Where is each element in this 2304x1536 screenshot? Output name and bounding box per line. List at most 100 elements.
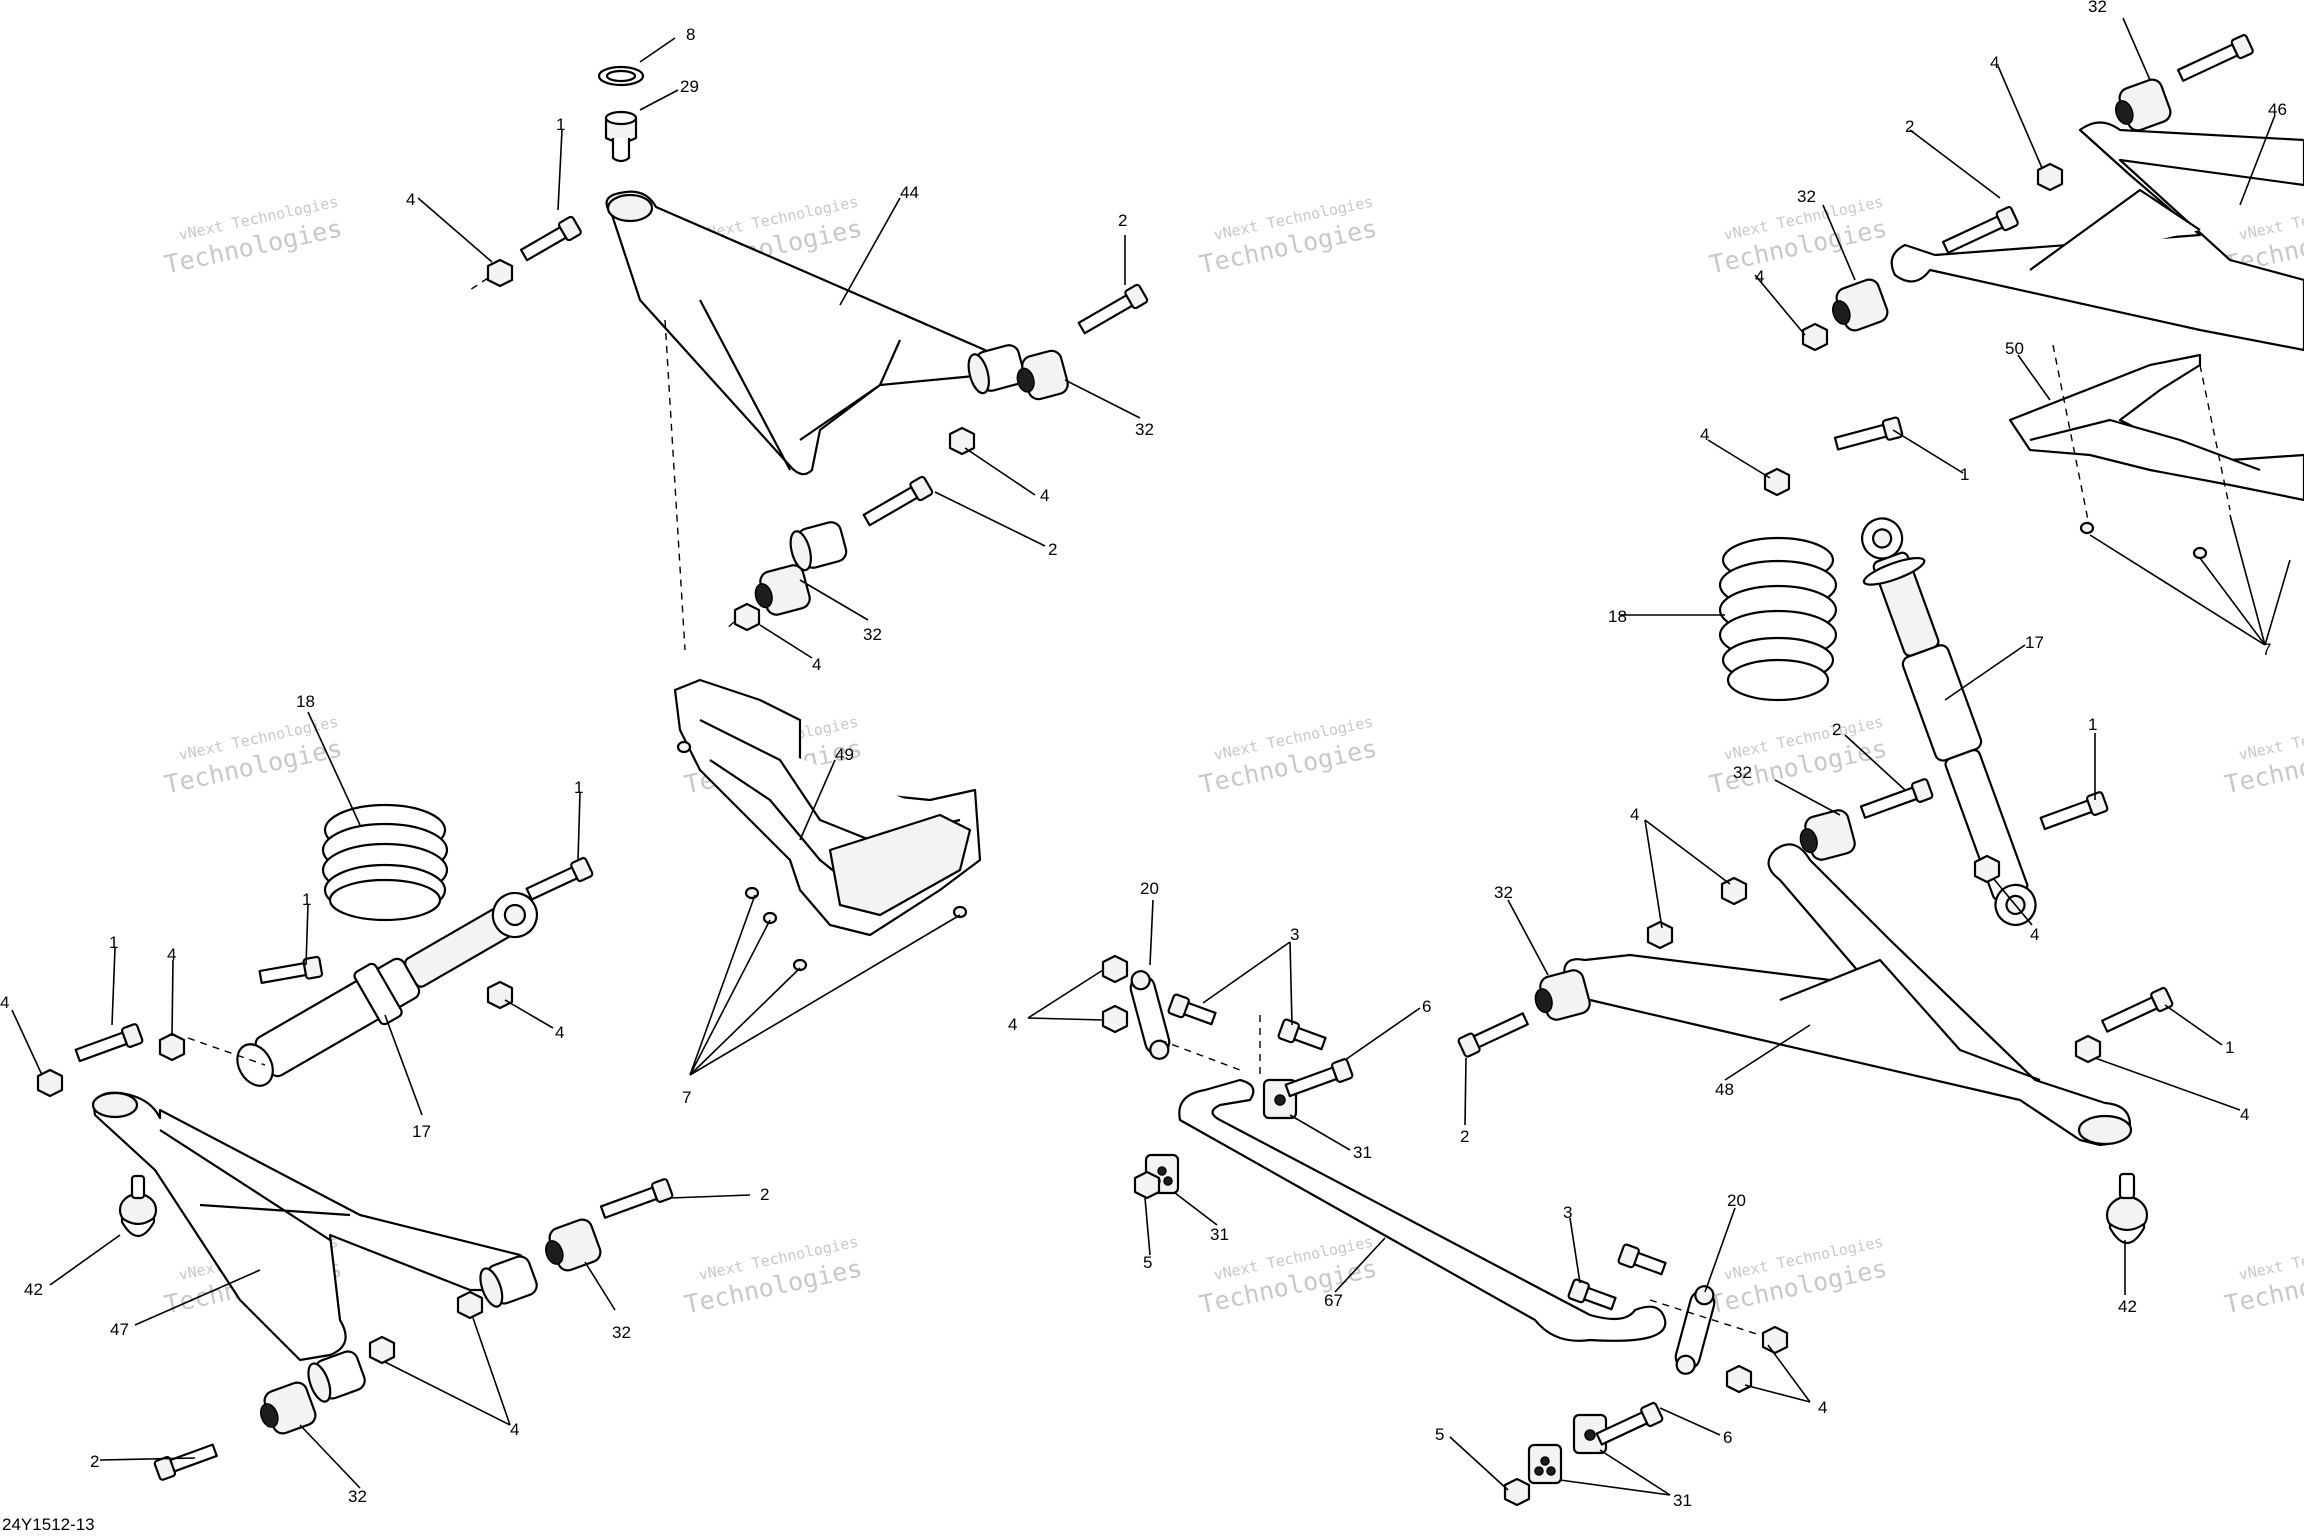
- callout-18: 18: [296, 692, 315, 711]
- callout-44: 44: [900, 183, 919, 202]
- nut: [368, 1335, 396, 1365]
- callout-32: 32: [1494, 883, 1513, 902]
- sway-bar-link: [1129, 970, 1171, 1060]
- watermark: vNext Technologies Technologies: [682, 1233, 865, 1320]
- callout-17: 17: [412, 1122, 431, 1141]
- nut: [36, 1068, 64, 1098]
- bracket-body-right: [2008, 353, 2304, 502]
- callout-1: 1: [574, 778, 583, 797]
- watermark: vNext Technologies Technologies: [1197, 713, 1380, 800]
- callout-32: 32: [612, 1323, 631, 1342]
- bushing: [967, 344, 1026, 395]
- watermark: vNext Technologies Technologies: [2222, 713, 2304, 800]
- bushing: [1534, 969, 1591, 1021]
- nut: [948, 426, 976, 456]
- bracket-rib: [2029, 418, 2261, 472]
- bolt: [1859, 778, 1934, 819]
- bolt: [1167, 993, 1217, 1026]
- callout-5: 5: [1143, 1253, 1152, 1272]
- callout-42: 42: [24, 1280, 43, 1299]
- assembly-line: [724, 621, 735, 631]
- callout-4: 4: [167, 945, 176, 964]
- lower-arm-body: [93, 1091, 532, 1362]
- callout-6: 6: [1723, 1428, 1732, 1447]
- callout-7: 7: [682, 1088, 691, 1107]
- callout-2: 2: [1905, 117, 1914, 136]
- callout-42: 42: [2118, 1297, 2137, 1316]
- bushing: [1832, 278, 1889, 332]
- watermark: vNext Technologies Technologies: [1707, 1233, 1890, 1320]
- nut: [1101, 954, 1129, 984]
- bolt: [1567, 1278, 1617, 1311]
- nut: [1503, 1477, 1531, 1507]
- ball-joint-stud: [611, 138, 631, 163]
- bolt: [519, 215, 582, 262]
- nut: [486, 258, 514, 288]
- bushing: [307, 1350, 366, 1403]
- leader-lines: [11, 17, 2291, 1496]
- nut: [1133, 1170, 1161, 1200]
- watermark: vNext Technologies Technologies: [162, 713, 345, 800]
- sway-bar: [1178, 1078, 1667, 1342]
- callout-2: 2: [90, 1452, 99, 1471]
- bushing: [1799, 809, 1856, 861]
- diagram-reference: 24Y1512-13: [2, 1515, 95, 1534]
- assembly-line: [2052, 344, 2089, 521]
- arm-eye: [606, 193, 654, 223]
- arm-eye: [2077, 1114, 2133, 1146]
- upper-a-arm-left: [469, 65, 1149, 651]
- shock-absorber: [236, 891, 539, 1087]
- callout-31: 31: [1353, 1143, 1372, 1162]
- callout-20: 20: [1140, 879, 1159, 898]
- callout-4: 4: [1700, 425, 1709, 444]
- callout-5: 5: [1435, 1425, 1444, 1444]
- bolt: [525, 856, 594, 901]
- watermark: vNext Technologies Technologies: [1197, 193, 1380, 280]
- sway-bar-assembly: [1101, 954, 1789, 1507]
- bolt: [2176, 34, 2254, 82]
- callout-8: 8: [686, 25, 695, 44]
- bushing: [2115, 78, 2172, 132]
- callout-6: 6: [1422, 997, 1431, 1016]
- bolt: [599, 1178, 674, 1219]
- bolt: [2101, 986, 2174, 1033]
- nut: [1801, 322, 1829, 352]
- callout-4: 4: [2030, 925, 2039, 944]
- shock-absorber: [1861, 517, 2037, 927]
- callout-49: 49: [835, 745, 854, 764]
- nut: [1973, 854, 2001, 884]
- nut: [1725, 1364, 1753, 1394]
- sway-bar-bushing: [1572, 1413, 1608, 1455]
- lower-a-arm-right: [1457, 778, 2174, 1245]
- bolt: [153, 1443, 218, 1481]
- callout-4: 4: [1008, 1015, 1017, 1034]
- callout-1: 1: [2225, 1038, 2234, 1057]
- assembly-line: [1159, 1039, 1241, 1071]
- callout-29: 29: [680, 77, 699, 96]
- shock-right: [1718, 416, 2109, 927]
- nut: [2074, 1034, 2102, 1064]
- callout-31: 31: [1210, 1225, 1229, 1244]
- assembly-line: [1649, 1299, 1761, 1336]
- callout-4: 4: [406, 190, 415, 209]
- bushing: [754, 564, 811, 616]
- watermark: vNext Technologies Technologies: [1197, 1233, 1380, 1320]
- callout-4: 4: [1990, 53, 1999, 72]
- callout-32: 32: [2088, 0, 2107, 16]
- arm-brace: [2029, 188, 2201, 271]
- callout-18: 18: [1608, 607, 1627, 626]
- bolt: [1277, 1018, 1327, 1051]
- callout-1: 1: [556, 115, 565, 134]
- retaining-ring-inner: [605, 69, 637, 83]
- bracket-fasteners: [676, 740, 968, 972]
- callout-1: 1: [302, 890, 311, 909]
- callout-2: 2: [1118, 211, 1127, 230]
- bolt: [1595, 1401, 1664, 1446]
- callout-7: 7: [2262, 640, 2271, 659]
- sway-bar-bushing: [1527, 1443, 1563, 1485]
- nut: [2036, 162, 2064, 192]
- watermark: vNext Technologies Technologies: [162, 193, 345, 280]
- assembly-line: [664, 319, 686, 651]
- bracket-panel: [828, 813, 972, 917]
- watermarks: vNext Technologies Technologies vNext Te…: [162, 193, 2304, 1320]
